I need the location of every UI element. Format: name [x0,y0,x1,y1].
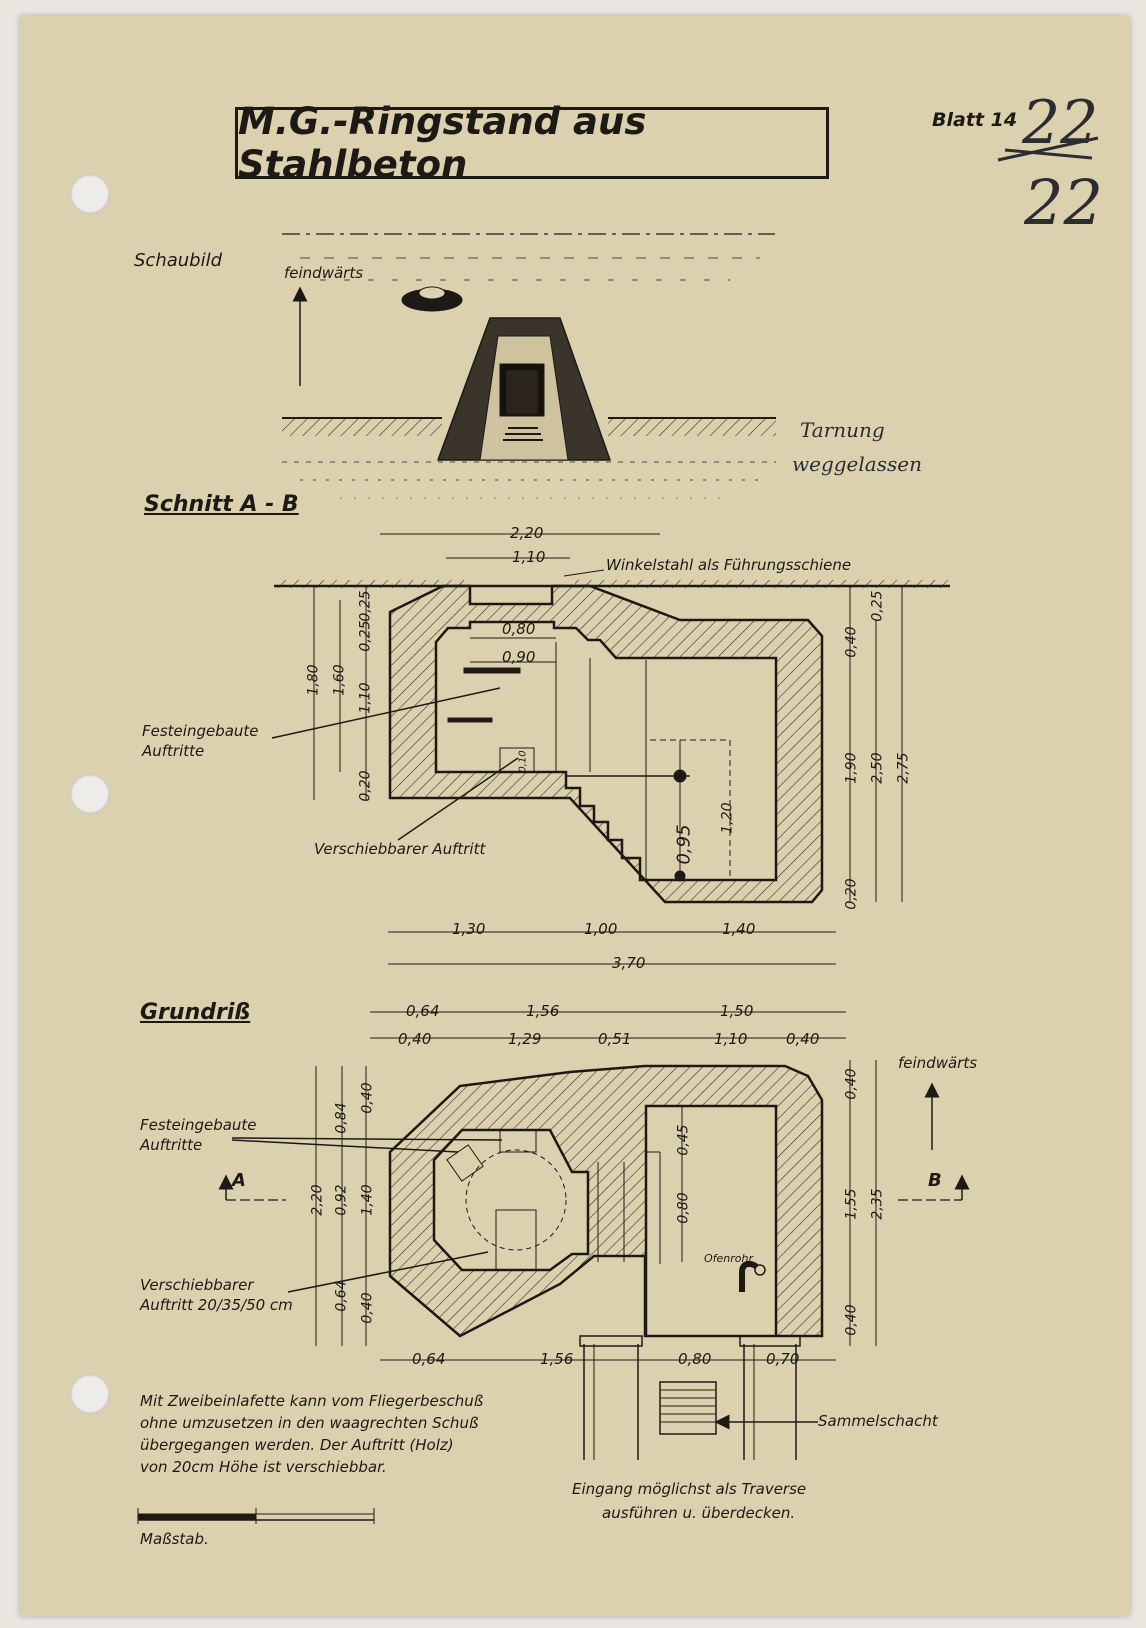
section-marker-a: A [232,1170,246,1191]
punch-hole [70,774,110,814]
dim-label: 0,80 [678,1350,712,1368]
schaubild-label: Schaubild [134,250,223,271]
dim-label: 1,00 [584,920,618,938]
dim-label: 0,25 [357,620,374,652]
dim-label: 1,30 [452,920,486,938]
dim-label: 0,20 [357,770,374,802]
entrance-note-2: ausführen u. überdecken. [602,1504,796,1522]
dim-label: 1,55 [843,1188,860,1220]
dim-label: 0,95 [673,824,695,865]
dim-label: 2,20 [309,1184,326,1216]
dim-label: 0,40 [843,1304,860,1336]
dim-label: 0,64 [406,1002,440,1020]
dim-label: 2,50 [869,752,886,784]
dim-label: 1,56 [526,1002,560,1020]
plan-direction-label: feindwärts [898,1054,978,1072]
section-title: Schnitt A - B [144,492,299,517]
dim-label: 0,10 [517,750,529,773]
dim-label: 1,56 [540,1350,574,1368]
dim-label: 1,60 [331,664,348,696]
dim-label: 0,70 [766,1350,800,1368]
scale-bar [137,1508,375,1524]
dim-label: 0,80 [502,620,536,638]
perspective-sketch [282,233,776,499]
note-line: ohne umzusetzen in den waagrechten Schuß [140,1414,479,1432]
dim-label: 0,25 [869,590,886,622]
sheet-number: 22 [1024,166,1103,239]
dim-label: 0,20 [843,878,860,910]
festeingebaute-label-2: Auftritte [142,742,205,760]
dim-label: 0,25 [357,590,374,622]
dim-label: 2,20 [510,524,544,542]
dim-label: 1,10 [512,548,546,566]
section-marker-b: B [928,1170,942,1191]
ofenrohr-label: Ofenrohr [704,1252,754,1265]
dim-label: 0,64 [412,1350,446,1368]
dim-label: 2,35 [869,1188,886,1220]
scale-label: Maßstab. [140,1530,209,1548]
dim-label: 0,45 [675,1124,692,1156]
direction-label: feindwärts [284,264,364,282]
dim-label: 1,10 [357,682,374,714]
dim-label: 1,29 [508,1030,542,1048]
section-drawing [271,533,950,965]
dim-label: 0,40 [398,1030,432,1048]
dim-label: 1,10 [714,1030,748,1048]
document-sheet [20,16,1130,1616]
festeingebaute-plan-label-2: Auftritte [140,1136,203,1154]
punch-hole [70,174,110,214]
festeingebaute-label: Festeingebaute [142,722,259,740]
note-line: übergegangen werden. Der Auftritt (Holz) [140,1436,454,1454]
dim-label: 0,90 [502,648,536,666]
winkelstahl-label: Winkelstahl als Führungsschiene [606,556,852,574]
plan-drawing [218,1011,970,1460]
dim-label: 1,90 [843,752,860,784]
verschiebbarer-plan-label-2: Auftritt 20/35/50 cm [140,1296,293,1314]
dim-label: 0,40 [843,626,860,658]
dim-label: 1,40 [359,1184,376,1216]
dim-label: 0,40 [843,1068,860,1100]
handwritten-note-2: weggelassen [792,452,922,476]
dim-label: 0,51 [598,1030,632,1048]
punch-hole [70,1374,110,1414]
dim-label: 0,40 [359,1082,376,1114]
plan-title: Grundriß [140,1000,251,1025]
title-box: M.G.-Ringstand aus Stahlbeton [235,100,829,186]
page-title: M.G.-Ringstand aus Stahlbeton [238,100,647,186]
dim-label: 0,64 [333,1280,350,1312]
blatt-label: Blatt 14 [932,109,1018,131]
festeingebaute-plan-label: Festeingebaute [140,1116,257,1134]
dim-label: 0,84 [333,1102,350,1134]
dim-label: 1,40 [722,920,756,938]
dim-label: 1,50 [720,1002,754,1020]
dim-label: 0,40 [359,1292,376,1324]
verschiebbarer-label: Verschiebbarer Auftritt [314,840,486,858]
entrance-note: Eingang möglichst als Traverse [572,1480,807,1498]
dim-label: 0,92 [333,1184,350,1216]
handwritten-note-1: Tarnung [800,418,885,442]
note-line: von 20cm Höhe ist verschiebbar. [140,1458,387,1476]
dim-label: 0,80 [675,1192,692,1224]
dim-label: 1,80 [305,664,322,696]
verschiebbarer-plan-label: Verschiebbarer [140,1276,254,1294]
dim-label: 0,40 [786,1030,820,1048]
dim-label: 2,75 [895,752,912,784]
note-line: Mit Zweibeinlafette kann vom Fliegerbesc… [140,1392,484,1410]
sammelschacht-label: Sammelschacht [818,1412,938,1430]
crossed-out-stroke [997,136,1099,162]
dim-label: 3,70 [612,954,646,972]
dim-label: 1,20 [719,802,736,834]
